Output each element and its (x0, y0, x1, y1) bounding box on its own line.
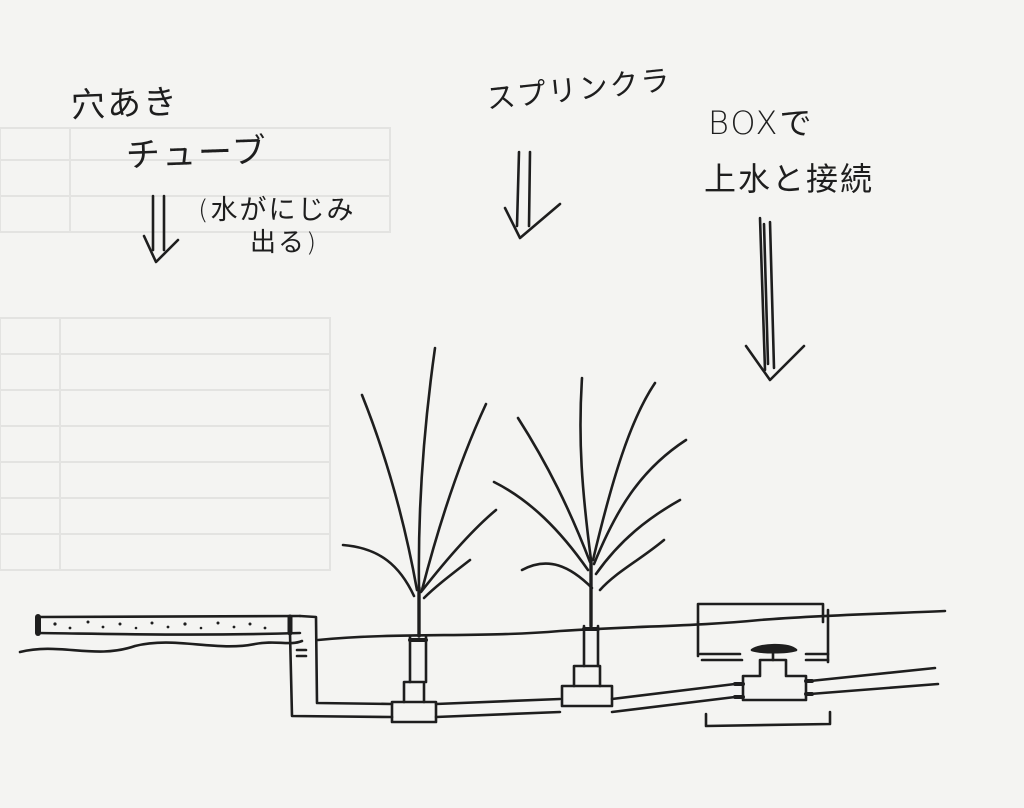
arrow-sprinkler (503, 150, 562, 240)
seep-note-label-line2: 出る) (250, 228, 319, 258)
arrow-tube (142, 194, 180, 264)
perforated-tube-label-line2: チューブ (125, 131, 269, 176)
bleed-through-table (0, 127, 391, 571)
perforated-tube-label: 穴あき (70, 82, 180, 126)
box-label-line2: 上水と接続 (704, 160, 875, 198)
sprinkler-2 (560, 560, 614, 708)
sprinkler-1 (390, 586, 438, 724)
sprinkler-2-spray (492, 376, 688, 592)
sprinkler-1-spray (341, 346, 498, 600)
supply-pipe (288, 614, 940, 719)
arrow-box (744, 216, 806, 382)
ground-line (18, 609, 947, 654)
valve-box (696, 602, 832, 728)
perforated-tube (35, 614, 302, 636)
box-label: BOXで (708, 104, 814, 142)
seep-note-label: (水がにじみ (198, 195, 356, 226)
